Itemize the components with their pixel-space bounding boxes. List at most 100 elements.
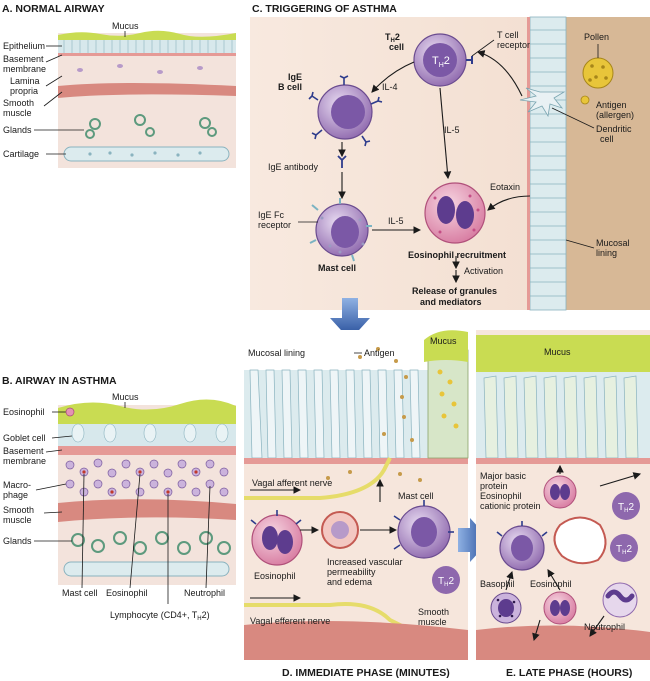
th2-cell: TH2 [413, 33, 473, 87]
label-c-th2: TH2 [385, 32, 400, 44]
epithelium-layer [58, 40, 236, 53]
label-d-muscle-2: muscle [418, 617, 447, 627]
basement-membrane-layer [58, 53, 236, 56]
e-th2-bottom-label: TH2 [616, 544, 632, 556]
label-e-mbp-1: Major basic [480, 471, 527, 481]
label-b-glands: Glands [3, 536, 32, 546]
label-b-macrophage-1: Macro- [3, 480, 31, 490]
e-mucus-layer [476, 335, 650, 378]
d-eosinophil [250, 510, 303, 566]
panel-c: C. TRIGGERING OF ASTHMA TH2 [250, 3, 650, 311]
dendritic-cell [519, 87, 566, 118]
label-c-il5-top: IL-5 [444, 125, 460, 135]
label-c-release-2: and mediators [420, 297, 482, 307]
d-smooth-muscle [244, 621, 468, 660]
label-a-muscle-1: Smooth [3, 98, 34, 108]
d-goblet-cell [424, 330, 469, 459]
label-d-mucosal: Mucosal lining [248, 348, 305, 358]
d-th2-cell: TH2 [432, 566, 460, 594]
e-basophil [490, 592, 522, 624]
label-b-neutrophil: Neutrophil [184, 588, 225, 598]
label-e-mbp-2: protein [480, 481, 508, 491]
panel-a-illustration [58, 30, 236, 168]
mast-cell-c [309, 198, 372, 262]
e-eosinophil-top [543, 475, 577, 509]
label-a-lamina-2: propria [10, 86, 38, 96]
eosinophil-c [424, 182, 486, 244]
label-b-basement-2: membrane [3, 456, 46, 466]
label-c-eotaxin: Eotaxin [490, 182, 520, 192]
label-e-ecp-2: cationic protein [480, 501, 541, 511]
label-c-eos-recruitment: Eosinophil recruitment [408, 250, 506, 260]
label-c-mucosal-2: lining [596, 248, 617, 258]
panel-c-title: C. TRIGGERING OF ASTHMA [252, 3, 397, 15]
label-e-mucus: Mucus [544, 347, 571, 357]
label-d-mucus: Mucus [430, 336, 457, 346]
panel-b-illustration [58, 399, 236, 585]
label-a-cartilage: Cartilage [3, 149, 39, 159]
smooth-muscle-layer [58, 83, 236, 98]
label-c-il4: IL-4 [382, 82, 398, 92]
label-c-release-1: Release of granules [412, 286, 497, 296]
label-c-tcr-2: receptor [497, 40, 530, 50]
pollen-grain [582, 57, 614, 89]
label-c-tcr-1: T cell [497, 30, 518, 40]
mucus-layer [58, 30, 236, 40]
e-vessel [553, 516, 607, 565]
panel-b-title: B. AIRWAY IN ASTHMA [2, 375, 117, 387]
label-c-dendritic-2: cell [600, 134, 614, 144]
label-b-eosinophil: Eosinophil [3, 407, 45, 417]
b-smooth-muscle-layer [58, 499, 236, 522]
label-c-ige: IgE [288, 72, 302, 82]
label-b-mast-cell: Mast cell [62, 588, 98, 598]
label-c-bcell: B cell [278, 82, 302, 92]
panel-d-title: D. IMMEDIATE PHASE (MINUTES) [282, 667, 450, 679]
label-c-th2-word: cell [389, 42, 404, 52]
panel-e-title: E. LATE PHASE (HOURS) [506, 667, 632, 679]
d-efferent-nerve [244, 602, 411, 632]
panel-d: TH2 Mucosal lining Antigen Mucus Vagal a… [244, 330, 469, 679]
label-d-vascular-2: permeability [327, 567, 376, 577]
label-c-il5-mid: IL-5 [388, 216, 404, 226]
label-a-lamina-1: Lamina [10, 76, 40, 86]
b-eosinophil-marker [65, 407, 75, 417]
label-a-muscle-2: muscle [3, 108, 32, 118]
transition-arrow-down [330, 298, 370, 340]
panel-a-title: A. NORMAL AIRWAY [2, 3, 105, 15]
label-a-basement-1: Basement [3, 54, 44, 64]
b-inflammatory-cells [65, 458, 229, 497]
label-b-macrophage-2: phage [3, 490, 28, 500]
label-c-antigen-2: (allergen) [596, 110, 634, 120]
label-a-basement-2: membrane [3, 64, 46, 74]
glands [85, 114, 217, 139]
label-c-dendritic-1: Dendritic [596, 124, 632, 134]
label-d-afferent: Vagal afferent nerve [252, 478, 332, 488]
label-b-goblet: Goblet cell [3, 433, 46, 443]
label-e-basophil: Basophil [480, 579, 515, 589]
b-mucus-layer [58, 399, 236, 424]
mucosal-lining-column [527, 16, 567, 311]
d-th2-label: TH2 [438, 576, 454, 588]
label-a-epithelium: Epithelium [3, 41, 45, 51]
label-d-muscle-1: Smooth [418, 607, 449, 617]
d-afferent-nerve [244, 457, 392, 500]
label-c-mucosal-1: Mucosal [596, 238, 630, 248]
label-b-muscle-2: muscle [3, 515, 32, 525]
label-d-vascular-1: Increased vascular [327, 557, 403, 567]
d-antigen-glyphs [326, 347, 422, 482]
label-b-eosinophil-bottom: Eosinophil [106, 588, 148, 598]
label-d-antigen: Antigen [364, 348, 395, 358]
th2-cell-inner-label: TH2 [432, 55, 450, 69]
label-d-efferent: Vagal efferent nerve [250, 616, 330, 626]
goblet-cells [71, 423, 229, 443]
label-a-mucus: Mucus [112, 21, 139, 31]
label-e-eosinophil: Eosinophil [530, 579, 572, 589]
d-blood-vessel [321, 511, 359, 549]
label-b-mucus: Mucus [112, 392, 139, 402]
b-cartilage-layer [63, 561, 230, 577]
e-th2-top: TH2 [612, 492, 640, 520]
label-e-neutrophil: Neutrophil [584, 622, 625, 632]
e-th2-top-label: TH2 [618, 502, 634, 514]
